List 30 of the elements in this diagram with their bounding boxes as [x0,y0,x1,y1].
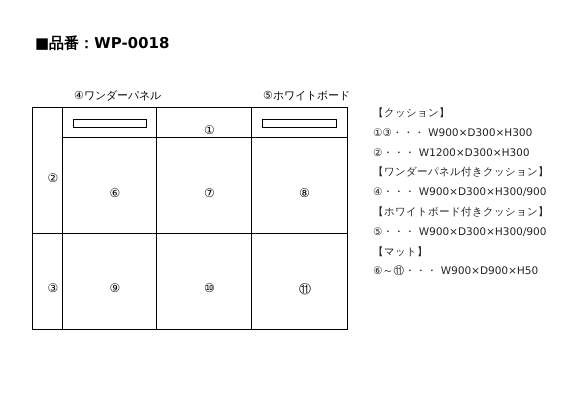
title: ■品番：WP-0018 [35,34,170,53]
grid-cell [156,137,253,235]
grid-cell [251,233,348,330]
grid-cell [156,107,253,139]
cell-number: ② [48,170,58,184]
grid-cell [32,233,64,330]
grid-cell [62,137,158,235]
spec-line: ⑥～⑪・・・ W900×D900×H50 [373,264,538,278]
grid-cell [251,137,348,235]
cell-number: ⑩ [204,281,215,295]
spec-line: ⑤・・・ W900×D300×H300/900 [373,224,546,239]
cell-number: ⑨ [110,281,120,295]
cell-number: ⑦ [204,186,215,200]
spec-line: 【マット】 [373,244,428,259]
cell-number: ① [204,122,215,136]
cell-number: ⑧ [299,186,310,200]
cell-heading: ④ワンダーパネル [74,88,161,103]
grid-cell [32,107,64,235]
spec-line: 【ホワイトボード付きクッション】 [373,205,549,219]
cell-heading: ⑤ホワイトボード [263,88,350,103]
spec-line: 【クッション】 [373,106,450,120]
cell-number: ⑥ [110,186,120,200]
grid-cell [62,233,158,330]
spec-line: 【ワンダーパネル付きクッション】 [373,165,549,180]
cell-number: ③ [48,281,58,295]
spec-line: ①③・・・ W900×D300×H300 [373,126,532,140]
spec-line: ②・・・ W1200×D300×H300 [373,146,530,160]
cell-number: ⑪ [299,281,311,298]
spec-line: ④・・・ W900×D300×H300/900 [373,185,546,200]
grid-cell [156,233,253,330]
